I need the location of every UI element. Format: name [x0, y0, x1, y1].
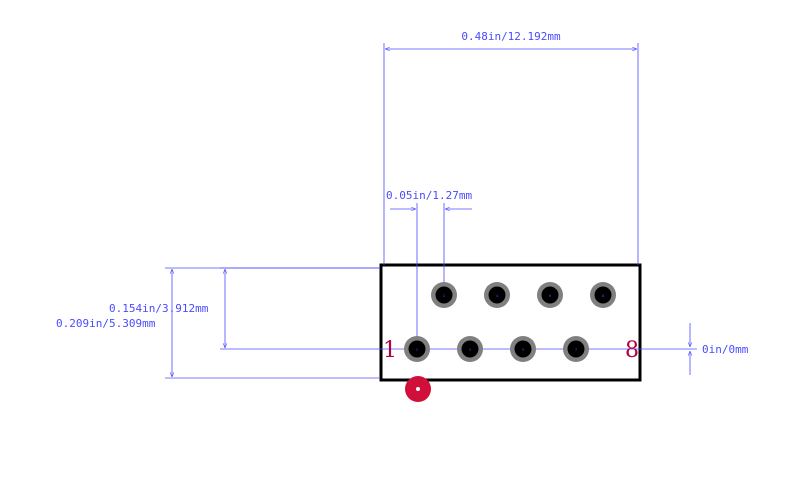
- dimension-pitch-label: 0.05in/1.27mm: [386, 189, 472, 202]
- pad-hole: [567, 340, 585, 358]
- pad-hole: [514, 340, 532, 358]
- pin-label-first: 1: [383, 338, 397, 363]
- pad-number: 3: [469, 348, 471, 352]
- dimension-row-spacing-label: 0.154in/3.912mm: [109, 302, 209, 315]
- pin-label-last: 8: [625, 338, 639, 363]
- pad-hole: [594, 286, 612, 304]
- package-outline: [379, 263, 642, 382]
- pin1-marker-dot: [416, 387, 420, 391]
- pad-hole: [435, 286, 453, 304]
- pad-number: 5: [522, 348, 524, 352]
- dimension-overall-width: [383, 43, 639, 265]
- pad-number: 6: [549, 294, 551, 298]
- pad-number: 7: [575, 348, 577, 352]
- pad-number: 4: [496, 294, 499, 298]
- pad-number: 2: [443, 294, 445, 298]
- pad-number: 1: [416, 348, 418, 352]
- pad-hole: [408, 340, 426, 358]
- pad-hole: [541, 286, 559, 304]
- dimension-offset: [640, 323, 697, 375]
- dimension-offset-label: 0in/0mm: [702, 343, 749, 356]
- dimension-overall-width-label: 0.48in/12.192mm: [461, 30, 561, 43]
- pad-hole: [461, 340, 479, 358]
- dimension-overall-height: [165, 267, 380, 379]
- pad-bottom-row: [404, 336, 589, 362]
- pad-top-row: [431, 282, 616, 308]
- dimension-overall-height-label: 0.209in/5.309mm: [56, 317, 156, 330]
- dimension-pitch: [390, 203, 472, 349]
- pad-hole: [488, 286, 506, 304]
- pad-number: 8: [602, 294, 604, 298]
